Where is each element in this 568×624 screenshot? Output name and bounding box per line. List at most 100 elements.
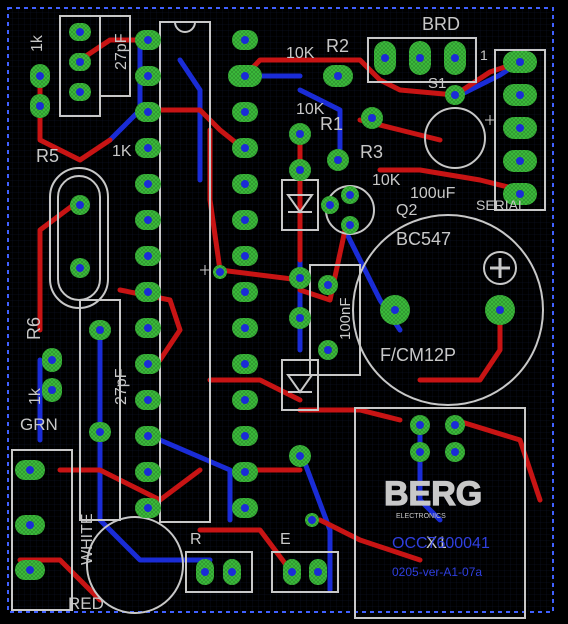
crystal-pad-drill [76,264,84,272]
ic-pad-right-drill [241,36,249,44]
ic-pad-left-drill [144,108,152,116]
led-pad-drill [26,521,34,529]
label-r7-value: 1k [29,34,46,52]
ic-pad-right-drill [241,108,249,116]
label-conn-r: R [190,531,202,548]
origin-markers [200,115,495,275]
ic-pad-right-drill [241,288,249,296]
label-berg: BERG [384,475,482,513]
pads [15,23,537,585]
ic-pad-left-drill [144,360,152,368]
conn-e-pad-drill [288,568,296,576]
serial-pad-drill [516,91,524,99]
ic-pad-right-drill [241,360,249,368]
led-stack-outline [11,449,73,611]
ic-pad-right-drill [241,432,249,440]
ic-pad-right-drill [241,252,249,260]
r2-pad-drill [241,72,249,80]
r6-pad-drill [48,356,56,364]
label-pin1: 1 [480,47,488,63]
silkscreen-labels: BRD R2 10K 10K R1 R3 10K R5 1K R6 1k 1k … [20,14,526,613]
q2-pad-drill [346,221,354,229]
ic-pad-right-drill [241,144,249,152]
diode-pad-drill [296,274,304,282]
label-r5-value: 1K [112,143,132,160]
r1-pad-drill [296,130,304,138]
conn-e-outline [271,551,339,593]
serial-pad-drill [516,190,524,198]
label-q2-type: BC547 [396,229,451,249]
r1-pad-drill [368,114,376,122]
ic-pad-left-drill [144,72,152,80]
q2-pad-drill [346,191,354,199]
board-outline [7,7,554,613]
cap-27pf-top-outline [99,15,131,97]
cap-pad-drill [96,428,104,436]
label-red: RED [68,594,104,613]
q2-pad-drill [326,201,334,209]
via-drill [216,268,224,276]
cap-pad-drill [96,326,104,334]
ic-pad-left-drill [144,252,152,260]
ic-pad-left-drill [144,468,152,476]
berg-pad-drill [451,421,459,429]
buzzer-pad-drill [391,306,399,314]
berg-pad-drill [416,448,424,456]
label-r2: R2 [326,36,349,56]
r6-pad-drill [48,386,56,394]
label-buzzer: F/CM12P [380,345,456,365]
label-q2: Q2 [396,202,417,219]
ic-pad-left-drill [144,216,152,224]
label-x1: X1 [426,533,447,552]
label-r2-value: 10K [286,45,315,62]
serial-pad-drill [516,157,524,165]
diode-2-outline [281,359,319,411]
label-r5: R5 [36,146,59,166]
buzzer-outline [352,214,544,406]
brd-pad-drill [416,54,424,62]
ic-pad-left-drill [144,504,152,512]
led-pad-drill [26,466,34,474]
cap-100uf-pad-drill [451,91,459,99]
ic-pad-left-drill [144,288,152,296]
label-100uf: 100uF [410,185,456,202]
diode-symbols [286,194,314,394]
diode-pad-drill [296,452,304,460]
resistor-pad-drill [76,58,84,66]
r7-pad-drill [36,102,44,110]
berg-pad-drill [416,421,424,429]
cap-100nf-pad-drill [324,281,332,289]
conn-r-pad-drill [228,568,236,576]
serial-pad-drill [516,124,524,132]
bottom-copper-traces [37,37,523,593]
crystal-pad-drill [76,201,84,209]
ic-pad-left-drill [144,144,152,152]
label-conn-e: E [280,531,291,548]
label-r1: R1 [320,114,343,134]
label-grn: GRN [20,415,58,434]
conn-r-outline [185,551,253,593]
ic-pad-right-drill [241,504,249,512]
resistor-pad-drill [76,88,84,96]
label-r6-value: 1k [27,387,44,405]
berg-connector-outline [354,407,526,619]
label-part-number: OCC7600041 [392,535,490,552]
via-drill [308,516,316,524]
conn-r-pad-drill [201,568,209,576]
conn-e-pad-drill [314,568,322,576]
buzzer-pad-drill [496,306,504,314]
r7-pad-drill [36,72,44,80]
r3-pad-drill [334,156,342,164]
label-serial: SERIAL [476,197,526,213]
brd-pad-drill [381,54,389,62]
ic-pad-right-drill [241,180,249,188]
label-brd: BRD [422,14,460,34]
label-cap-bottom: 27pF [113,368,130,405]
label-100nf: 100nF [337,297,354,340]
r2-pad-drill [334,72,342,80]
ic-pad-right-drill [241,396,249,404]
label-cap-top: 27pF [113,33,130,70]
label-r3-value: 10K [372,172,401,189]
diode-pad-drill [296,314,304,322]
resistor-pad-drill [76,28,84,36]
